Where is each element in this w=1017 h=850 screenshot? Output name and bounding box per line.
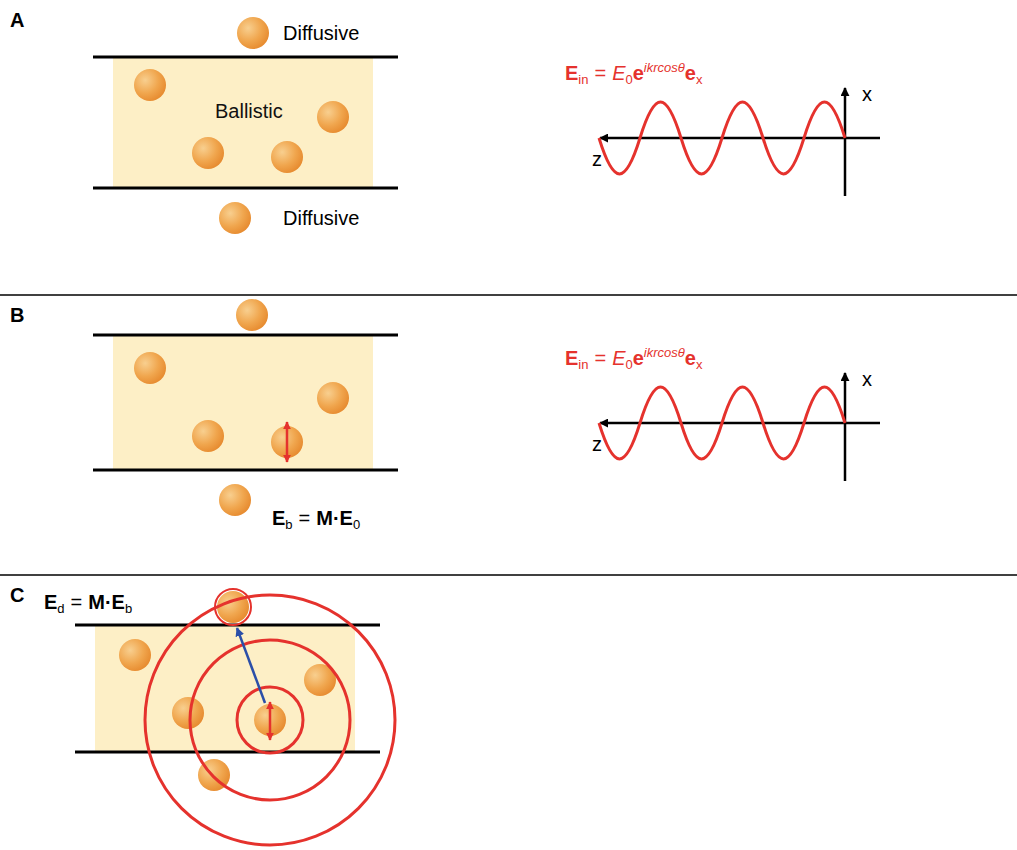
incident-field-equation-part: x	[696, 357, 703, 372]
region-label: Ballistic	[215, 100, 283, 123]
panel-letter: B	[10, 303, 24, 327]
slab-boundary	[93, 187, 398, 190]
incident-field-equation: Ein=E0eikrcosθex	[565, 345, 702, 372]
panel-letter-part: C	[10, 584, 24, 606]
incident-field-equation-part: E	[565, 347, 578, 369]
panel-separator	[0, 574, 1017, 576]
incident-field-equation-part: =	[594, 62, 606, 84]
axis-label: x	[862, 367, 872, 391]
field-equation-part: =	[71, 591, 83, 613]
slab-boundary	[93, 334, 398, 337]
panel-letter-part: A	[10, 9, 24, 31]
field-equation-part: M·E	[88, 591, 125, 613]
axis-label: z	[592, 147, 602, 171]
field-equation-part: b	[285, 517, 292, 532]
incident-field-equation-part: =	[594, 347, 606, 369]
panel-separator	[0, 294, 1017, 296]
z-axis	[600, 422, 880, 425]
panel-letter: C	[10, 583, 24, 607]
incident-field-equation-part: in	[578, 357, 588, 372]
panel-letter-part: B	[10, 304, 24, 326]
field-equation-part: 0	[353, 517, 360, 532]
incident-field-equation-part: e	[685, 347, 696, 369]
axis-label-part: x	[862, 83, 872, 105]
slab-fill	[113, 58, 373, 187]
incident-field-equation-part: ikrcosθ	[644, 60, 685, 75]
axis-label-part: x	[862, 368, 872, 390]
particles	[134, 17, 349, 234]
incident-wave	[599, 387, 845, 459]
x-axis	[844, 88, 847, 196]
dipole-arrow	[269, 702, 272, 740]
incident-field-equation-part: E	[612, 347, 625, 369]
slab-fill	[113, 336, 373, 469]
field-equation-part: =	[299, 507, 311, 529]
incident-field-equation-part: e	[633, 347, 644, 369]
incident-field-equation-part: 0	[626, 72, 633, 87]
region-label: Diffusive	[283, 206, 359, 230]
panel-letter: A	[10, 8, 24, 32]
region-label-part: Diffusive	[283, 207, 359, 229]
incident-wave	[599, 102, 845, 174]
dipole-arrow	[286, 422, 289, 462]
slab-boundary	[75, 751, 380, 754]
slab-boundary	[93, 56, 398, 59]
region-label: Diffusive	[283, 21, 359, 45]
slab-boundary	[93, 469, 398, 472]
field-equation-part: b	[125, 601, 132, 616]
incident-field-equation-part: in	[578, 72, 588, 87]
region-label-part: Diffusive	[283, 22, 359, 44]
field-equation-part: d	[57, 601, 64, 616]
incident-field-equation-part: ikrcosθ	[644, 345, 685, 360]
incident-field-equation-part: e	[685, 62, 696, 84]
particles	[134, 299, 349, 516]
scattering-arrow	[237, 628, 265, 703]
incident-field-equation-part: e	[633, 62, 644, 84]
axis-label: z	[592, 432, 602, 456]
incident-field-equation-part: x	[696, 72, 703, 87]
incident-field-equation-part: 0	[626, 357, 633, 372]
field-equation-part: M·E	[316, 507, 353, 529]
axis-label: x	[862, 82, 872, 106]
incident-field-equation-part: E	[565, 62, 578, 84]
axis-label-part: z	[592, 433, 602, 455]
slab-fill	[95, 626, 355, 751]
scattered-wavefronts	[145, 595, 395, 845]
incident-field-equation: Ein=E0eikrcosθex	[565, 60, 702, 87]
field-equation-part: E	[272, 507, 285, 529]
field-equation: Eb =M·E0	[272, 506, 360, 532]
field-equation-part: E	[44, 591, 57, 613]
target-particle-ring	[215, 589, 251, 625]
field-equation: Ed =M·Eb	[44, 590, 132, 616]
x-axis	[844, 373, 847, 481]
incident-field-equation-part: E	[612, 62, 625, 84]
ballistic-region: Ballistic	[113, 58, 373, 187]
z-axis	[600, 137, 880, 140]
axis-label-part: z	[592, 148, 602, 170]
